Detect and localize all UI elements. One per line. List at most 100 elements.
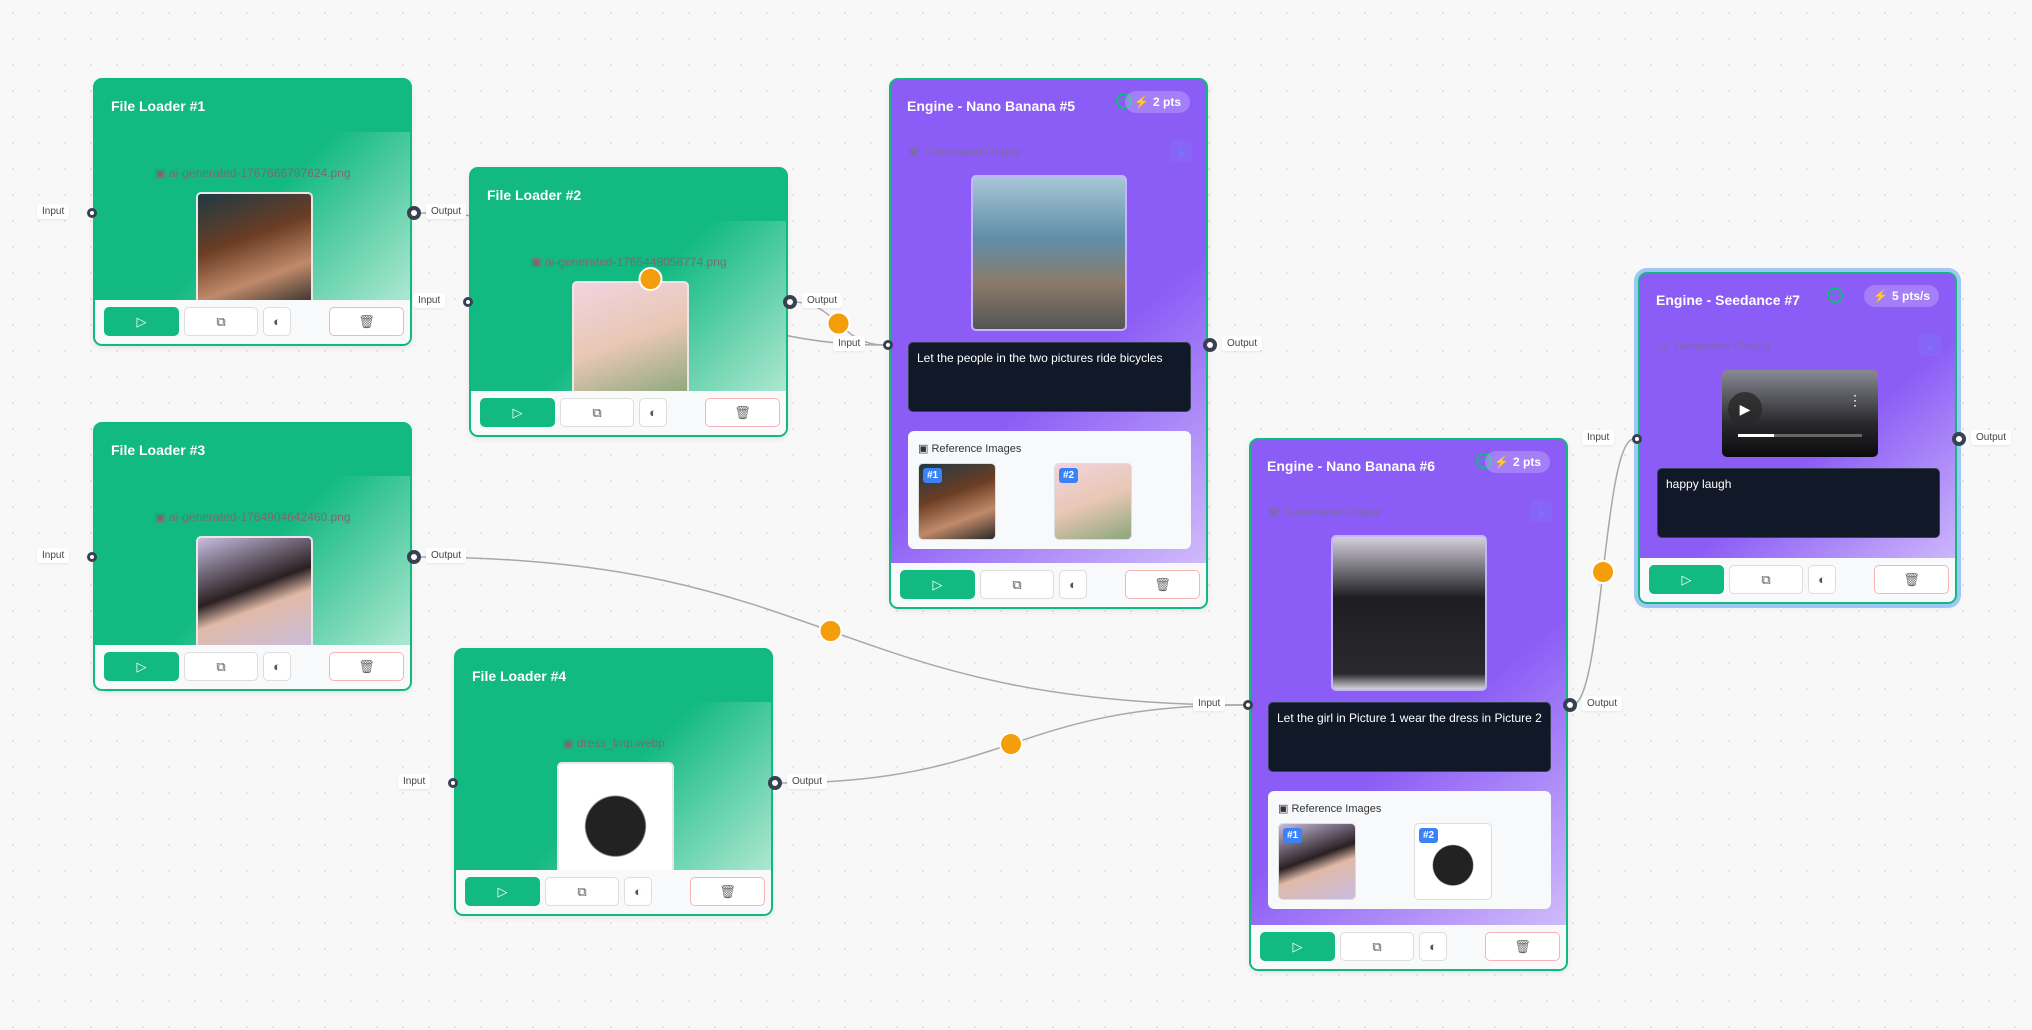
duplicate-button[interactable]: ⧉ bbox=[184, 307, 258, 336]
generated-video-player[interactable]: ▶⋮ bbox=[1722, 370, 1878, 457]
palette-button[interactable]: ◐ bbox=[1419, 932, 1447, 961]
delete-button[interactable]: 🗑 bbox=[329, 307, 404, 336]
delete-button[interactable]: 🗑 bbox=[1125, 570, 1200, 599]
duplicate-button[interactable]: ⧉ bbox=[560, 398, 634, 427]
cost-badge: ⚡5 pts/s bbox=[1864, 285, 1939, 307]
input-port[interactable] bbox=[883, 340, 893, 350]
node-footer: ▷⧉ ◐ 🗑 bbox=[95, 645, 410, 689]
nb6-node[interactable]: Engine - Nano Banana #6✓⚡2 pts▣Generated… bbox=[1249, 438, 1568, 971]
node-header[interactable]: File Loader #2 bbox=[471, 169, 786, 221]
palette-button[interactable]: ◐ bbox=[624, 877, 652, 906]
palette-button[interactable]: ◐ bbox=[1059, 570, 1087, 599]
video-more-icon[interactable]: ⋮ bbox=[1848, 392, 1862, 408]
palette-button[interactable]: ◐ bbox=[263, 307, 291, 336]
output-port[interactable] bbox=[1203, 338, 1217, 352]
output-port[interactable] bbox=[1952, 432, 1966, 446]
input-port[interactable] bbox=[463, 297, 473, 307]
reference-image-thumb[interactable]: #2 bbox=[1054, 463, 1132, 540]
node-header[interactable]: Engine - Nano Banana #5 bbox=[891, 80, 1206, 132]
run-button[interactable]: ▷ bbox=[1649, 565, 1724, 594]
output-port-label: Output bbox=[1971, 430, 2012, 445]
reference-image-thumb[interactable]: #2 bbox=[1414, 823, 1492, 900]
download-button[interactable]: ⤓ bbox=[1530, 500, 1552, 522]
run-button[interactable]: ▷ bbox=[465, 877, 540, 906]
run-icon: ▷ bbox=[512, 404, 523, 420]
input-port[interactable] bbox=[87, 208, 97, 218]
duplicate-button[interactable]: ⧉ bbox=[184, 652, 258, 681]
input-port[interactable] bbox=[1632, 434, 1642, 444]
run-icon: ▷ bbox=[1681, 571, 1692, 587]
image-file-icon: ▣ bbox=[562, 736, 577, 750]
node-header[interactable]: File Loader #3 bbox=[95, 424, 410, 476]
delete-icon: 🗑 bbox=[1903, 571, 1920, 587]
file-preview-image[interactable] bbox=[196, 536, 313, 653]
file-preview-image[interactable] bbox=[572, 281, 689, 398]
palette-icon: ◐ bbox=[273, 659, 281, 674]
input-port[interactable] bbox=[1243, 700, 1253, 710]
node-header[interactable]: Engine - Nano Banana #6 bbox=[1251, 440, 1566, 492]
filename: ▣ ai-generated-1764904642460.png bbox=[95, 510, 410, 524]
fl1-node[interactable]: File Loader #1▣ ai-generated-17676667976… bbox=[93, 78, 412, 346]
palette-button[interactable]: ◐ bbox=[263, 652, 291, 681]
duplicate-icon: ⧉ bbox=[1372, 938, 1382, 954]
image-icon: ▣ bbox=[918, 443, 932, 455]
node-header[interactable]: File Loader #4 bbox=[456, 650, 771, 702]
delete-icon: 🗑 bbox=[1154, 576, 1171, 592]
download-button[interactable]: ⤓ bbox=[1919, 334, 1941, 356]
palette-button[interactable]: ◐ bbox=[639, 398, 667, 427]
run-button[interactable]: ▷ bbox=[104, 307, 179, 336]
node-header[interactable]: Engine - Seedance #7 bbox=[1640, 274, 1955, 326]
prompt-textarea[interactable]: Let the girl in Picture 1 wear the dress… bbox=[1268, 702, 1551, 772]
reference-index-badge: #1 bbox=[923, 468, 943, 483]
prompt-textarea[interactable]: Let the people in the two pictures ride … bbox=[908, 342, 1191, 412]
node-header[interactable]: File Loader #1 bbox=[95, 80, 410, 132]
duplicate-button[interactable]: ⧉ bbox=[980, 570, 1054, 599]
nb5-node[interactable]: Engine - Nano Banana #5✓⚡2 pts▣Generated… bbox=[889, 78, 1208, 609]
download-button[interactable]: ⤓ bbox=[1170, 140, 1192, 162]
run-button[interactable]: ▷ bbox=[104, 652, 179, 681]
output-port[interactable] bbox=[768, 776, 782, 790]
generated-image[interactable] bbox=[1331, 535, 1487, 691]
run-button[interactable]: ▷ bbox=[480, 398, 555, 427]
generated-image[interactable] bbox=[971, 175, 1127, 331]
duplicate-button[interactable]: ⧉ bbox=[1340, 932, 1414, 961]
delete-button[interactable]: 🗑 bbox=[1485, 932, 1560, 961]
output-port[interactable] bbox=[407, 206, 421, 220]
output-port[interactable] bbox=[1563, 698, 1577, 712]
input-port[interactable] bbox=[448, 778, 458, 788]
duplicate-button[interactable]: ⧉ bbox=[545, 877, 619, 906]
input-port[interactable] bbox=[87, 552, 97, 562]
file-preview-image[interactable] bbox=[557, 762, 674, 879]
palette-icon: ◐ bbox=[634, 884, 642, 899]
video-progress-bar[interactable] bbox=[1738, 434, 1862, 437]
palette-button[interactable]: ◐ bbox=[1808, 565, 1836, 594]
reference-image-thumb[interactable]: #1 bbox=[918, 463, 996, 540]
node-title: Engine - Nano Banana #6 bbox=[1267, 458, 1436, 474]
node-title: File Loader #1 bbox=[111, 98, 206, 114]
prompt-textarea[interactable]: happy laugh bbox=[1657, 468, 1940, 538]
sd7-node[interactable]: Engine - Seedance #7✓⚡5 pts/s▭Generated … bbox=[1638, 272, 1957, 604]
reference-image-thumb[interactable]: #1 bbox=[1278, 823, 1356, 900]
fl4-node[interactable]: File Loader #4▣ dress_tmp.webp▷⧉◐🗑 bbox=[454, 648, 773, 916]
edge-fl4-nb6[interactable] bbox=[776, 704, 1246, 784]
run-button[interactable]: ▷ bbox=[1260, 932, 1335, 961]
delete-button[interactable]: 🗑 bbox=[690, 877, 765, 906]
status-check-icon: ✓ bbox=[1476, 453, 1492, 469]
delete-button[interactable]: 🗑 bbox=[1874, 565, 1949, 594]
play-video-button[interactable]: ▶ bbox=[1728, 392, 1762, 426]
output-port[interactable] bbox=[783, 295, 797, 309]
duplicate-icon: ⧉ bbox=[1761, 571, 1771, 587]
edge-nb6-sd7[interactable] bbox=[1571, 438, 1635, 706]
duplicate-icon: ⧉ bbox=[216, 313, 226, 329]
fl2-node[interactable]: File Loader #2▣ ai-generated-17654480587… bbox=[469, 167, 788, 437]
file-preview-image[interactable] bbox=[196, 192, 313, 309]
generated-output-text: Generated Output bbox=[1285, 505, 1382, 519]
fl3-node[interactable]: File Loader #3 ▣ ai-generated-17649046424… bbox=[93, 422, 412, 691]
delete-button[interactable]: 🗑 bbox=[329, 652, 404, 681]
palette-icon: ◐ bbox=[649, 405, 657, 420]
duplicate-button[interactable]: ⧉ bbox=[1729, 565, 1803, 594]
output-port[interactable] bbox=[407, 550, 421, 564]
generated-output-text: Generated Output bbox=[925, 145, 1022, 159]
run-button[interactable]: ▷ bbox=[900, 570, 975, 599]
delete-button[interactable]: 🗑 bbox=[705, 398, 780, 427]
